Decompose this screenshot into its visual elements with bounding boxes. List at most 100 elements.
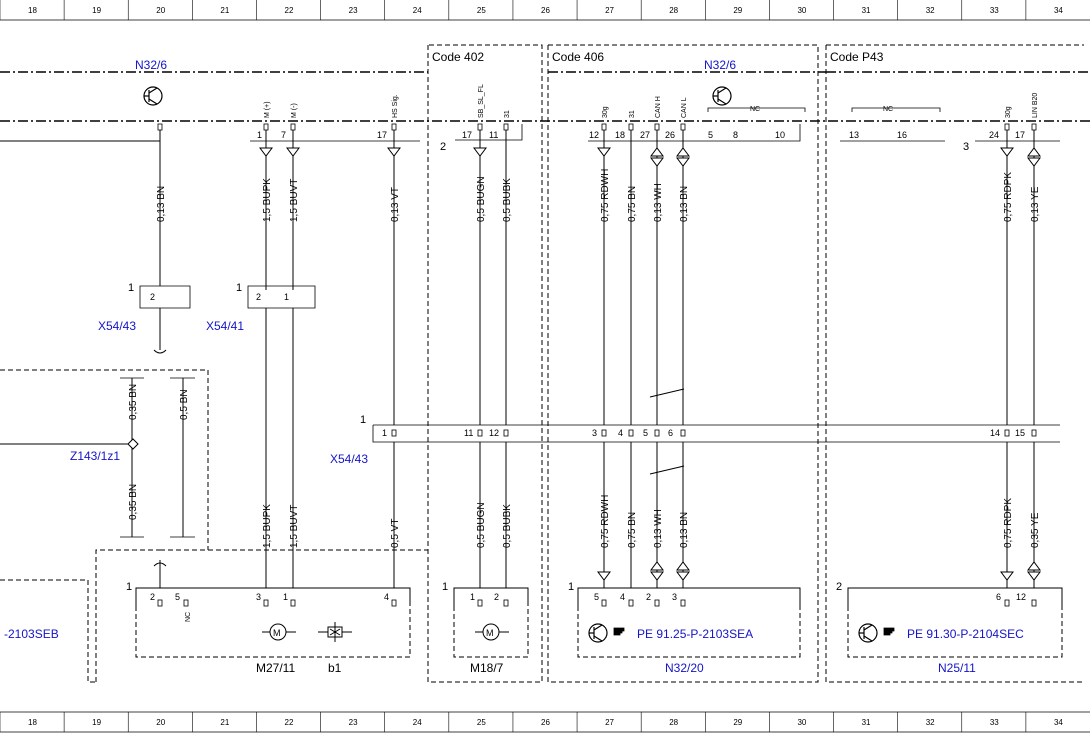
wire-label: 0,5 BUGN: [476, 176, 487, 222]
wire-label: 0,75 RDPK: [1003, 498, 1014, 548]
arrow-down-icon: [286, 147, 300, 157]
arrow-down-icon: [1000, 571, 1014, 581]
wire-label: 0,5 BUBK: [502, 504, 513, 548]
mid-pin-number: 5: [643, 428, 648, 438]
wire-label: 1,5 BUVT: [289, 179, 300, 222]
header-pin-number: 10: [775, 130, 785, 140]
grid-col-label: 26: [541, 6, 550, 15]
grid-col-label: 22: [285, 6, 294, 15]
wire-label: 0,13 YE: [1030, 186, 1041, 222]
grid-col-label: 27: [605, 6, 614, 15]
grid-col-label: 26: [541, 718, 550, 727]
component-b1: b1: [328, 661, 342, 675]
connector-label-x54-43-mid: X54/43: [330, 452, 368, 466]
x54-43-top-block: [139, 285, 191, 309]
grid-col-label: 25: [477, 718, 486, 727]
pin-name: 30g: [1005, 106, 1012, 118]
grid-col-label: 24: [413, 718, 422, 727]
pin-name: M (-): [291, 103, 298, 118]
mid-pin-number: 11: [464, 428, 473, 438]
grid-col-label: 30: [797, 718, 806, 727]
grid-col-label: 31: [862, 6, 871, 15]
header-conn-2: 2: [440, 141, 446, 153]
bottom-pin-number: 5: [594, 592, 599, 602]
grid-col-label: 19: [92, 718, 101, 727]
pin-name: M (+): [264, 101, 271, 118]
header-pin-number: 8: [733, 130, 738, 140]
component-n32-20: N32/20: [665, 661, 704, 675]
bidirectional-arrow-icon: [1027, 561, 1041, 581]
bidirectional-arrow-icon: [676, 147, 690, 167]
section-code402: Code 402: [432, 50, 484, 64]
wire-label: 0,75 RDWH: [600, 495, 611, 548]
pin-name: CAN L: [681, 97, 688, 118]
grid-col-label: 34: [1054, 718, 1063, 727]
header-pin-number: 7: [281, 130, 286, 140]
bottom-pin-number: 3: [256, 592, 261, 602]
grid-col-label: 34: [1054, 6, 1063, 15]
wire-label: 0,13 WH: [653, 509, 664, 548]
grid-col-label: 29: [733, 6, 742, 15]
pin-name-nc1: NC: [750, 106, 760, 113]
grid-col-label: 19: [92, 6, 101, 15]
grid-col-label: 25: [477, 6, 486, 15]
wire-label: 0,35 BN: [128, 484, 139, 520]
header-pin-number: 17: [462, 130, 472, 140]
bidirectional-arrow-icon: [650, 147, 664, 167]
header-pin-number: 26: [665, 130, 675, 140]
arrow-down-icon: [387, 147, 401, 157]
grid-col-label: 33: [990, 6, 999, 15]
bottom-pin-number: 1: [283, 592, 288, 602]
pin-name: SB_SL_FL: [478, 84, 485, 118]
wire-label: 0,5 BN: [179, 389, 190, 420]
pin-number: 2: [150, 292, 155, 302]
bidirectional-arrow-icon: [1027, 147, 1041, 167]
mid-pin-number: 1: [382, 428, 387, 438]
grid-col-label: 23: [349, 6, 358, 15]
wire-label: 0,13 WH: [653, 183, 664, 222]
wire-label: 0,75 RDPK: [1003, 172, 1014, 222]
wire-label: 0,35 BN: [128, 384, 139, 420]
grid-col-label: 32: [926, 718, 935, 727]
connector-label-x54-41: X54/41: [206, 319, 244, 333]
motor-m-glyph: M: [486, 628, 494, 638]
arrow-down-icon: [597, 147, 611, 157]
grid-col-label: 32: [926, 6, 935, 15]
grid-col-label: 20: [156, 718, 165, 727]
header-pin-number: 24: [989, 130, 999, 140]
mid-pin-number: 15: [1015, 428, 1025, 438]
module-label-n32-6-right: N32/6: [704, 58, 736, 72]
grid-col-label: 30: [797, 6, 806, 15]
bottom-pin-number: 3: [672, 592, 677, 602]
header-pin-number: 17: [377, 130, 387, 140]
pin-name: NC: [185, 612, 192, 622]
ref-link-sea[interactable]: PE 91.25-P-2103SEA: [637, 627, 753, 641]
grid-col-label: 20: [156, 6, 165, 15]
grid-col-label: 28: [669, 6, 678, 15]
x54-43-mid-bar: [372, 424, 1060, 443]
conn-number: 1: [236, 282, 242, 294]
component-m27-11: M27/11: [256, 661, 295, 675]
header-pin-number: 16: [897, 130, 907, 140]
ref-link-sec[interactable]: PE 91.30-P-2104SEC: [907, 627, 1024, 641]
transistor-icon: [712, 86, 732, 106]
module-label-n32-6-left: N32/6: [135, 58, 167, 72]
wire-label: 0,75 BN: [627, 512, 638, 548]
component-boxes: [135, 587, 1063, 658]
bidirectional-arrow-icon: [676, 561, 690, 581]
grid-col-label: 18: [28, 718, 37, 727]
wire-label: 0,13 BN: [679, 186, 690, 222]
ref-link-left[interactable]: -2103SEB: [4, 627, 59, 641]
mid-conn-number: 1: [360, 414, 366, 426]
pin-name: 31: [504, 110, 511, 118]
wire-label: 0,35 YE: [1030, 512, 1041, 548]
header-pin-number: 12: [589, 130, 599, 140]
connector-label-x54-43-top: X54/43: [98, 319, 136, 333]
